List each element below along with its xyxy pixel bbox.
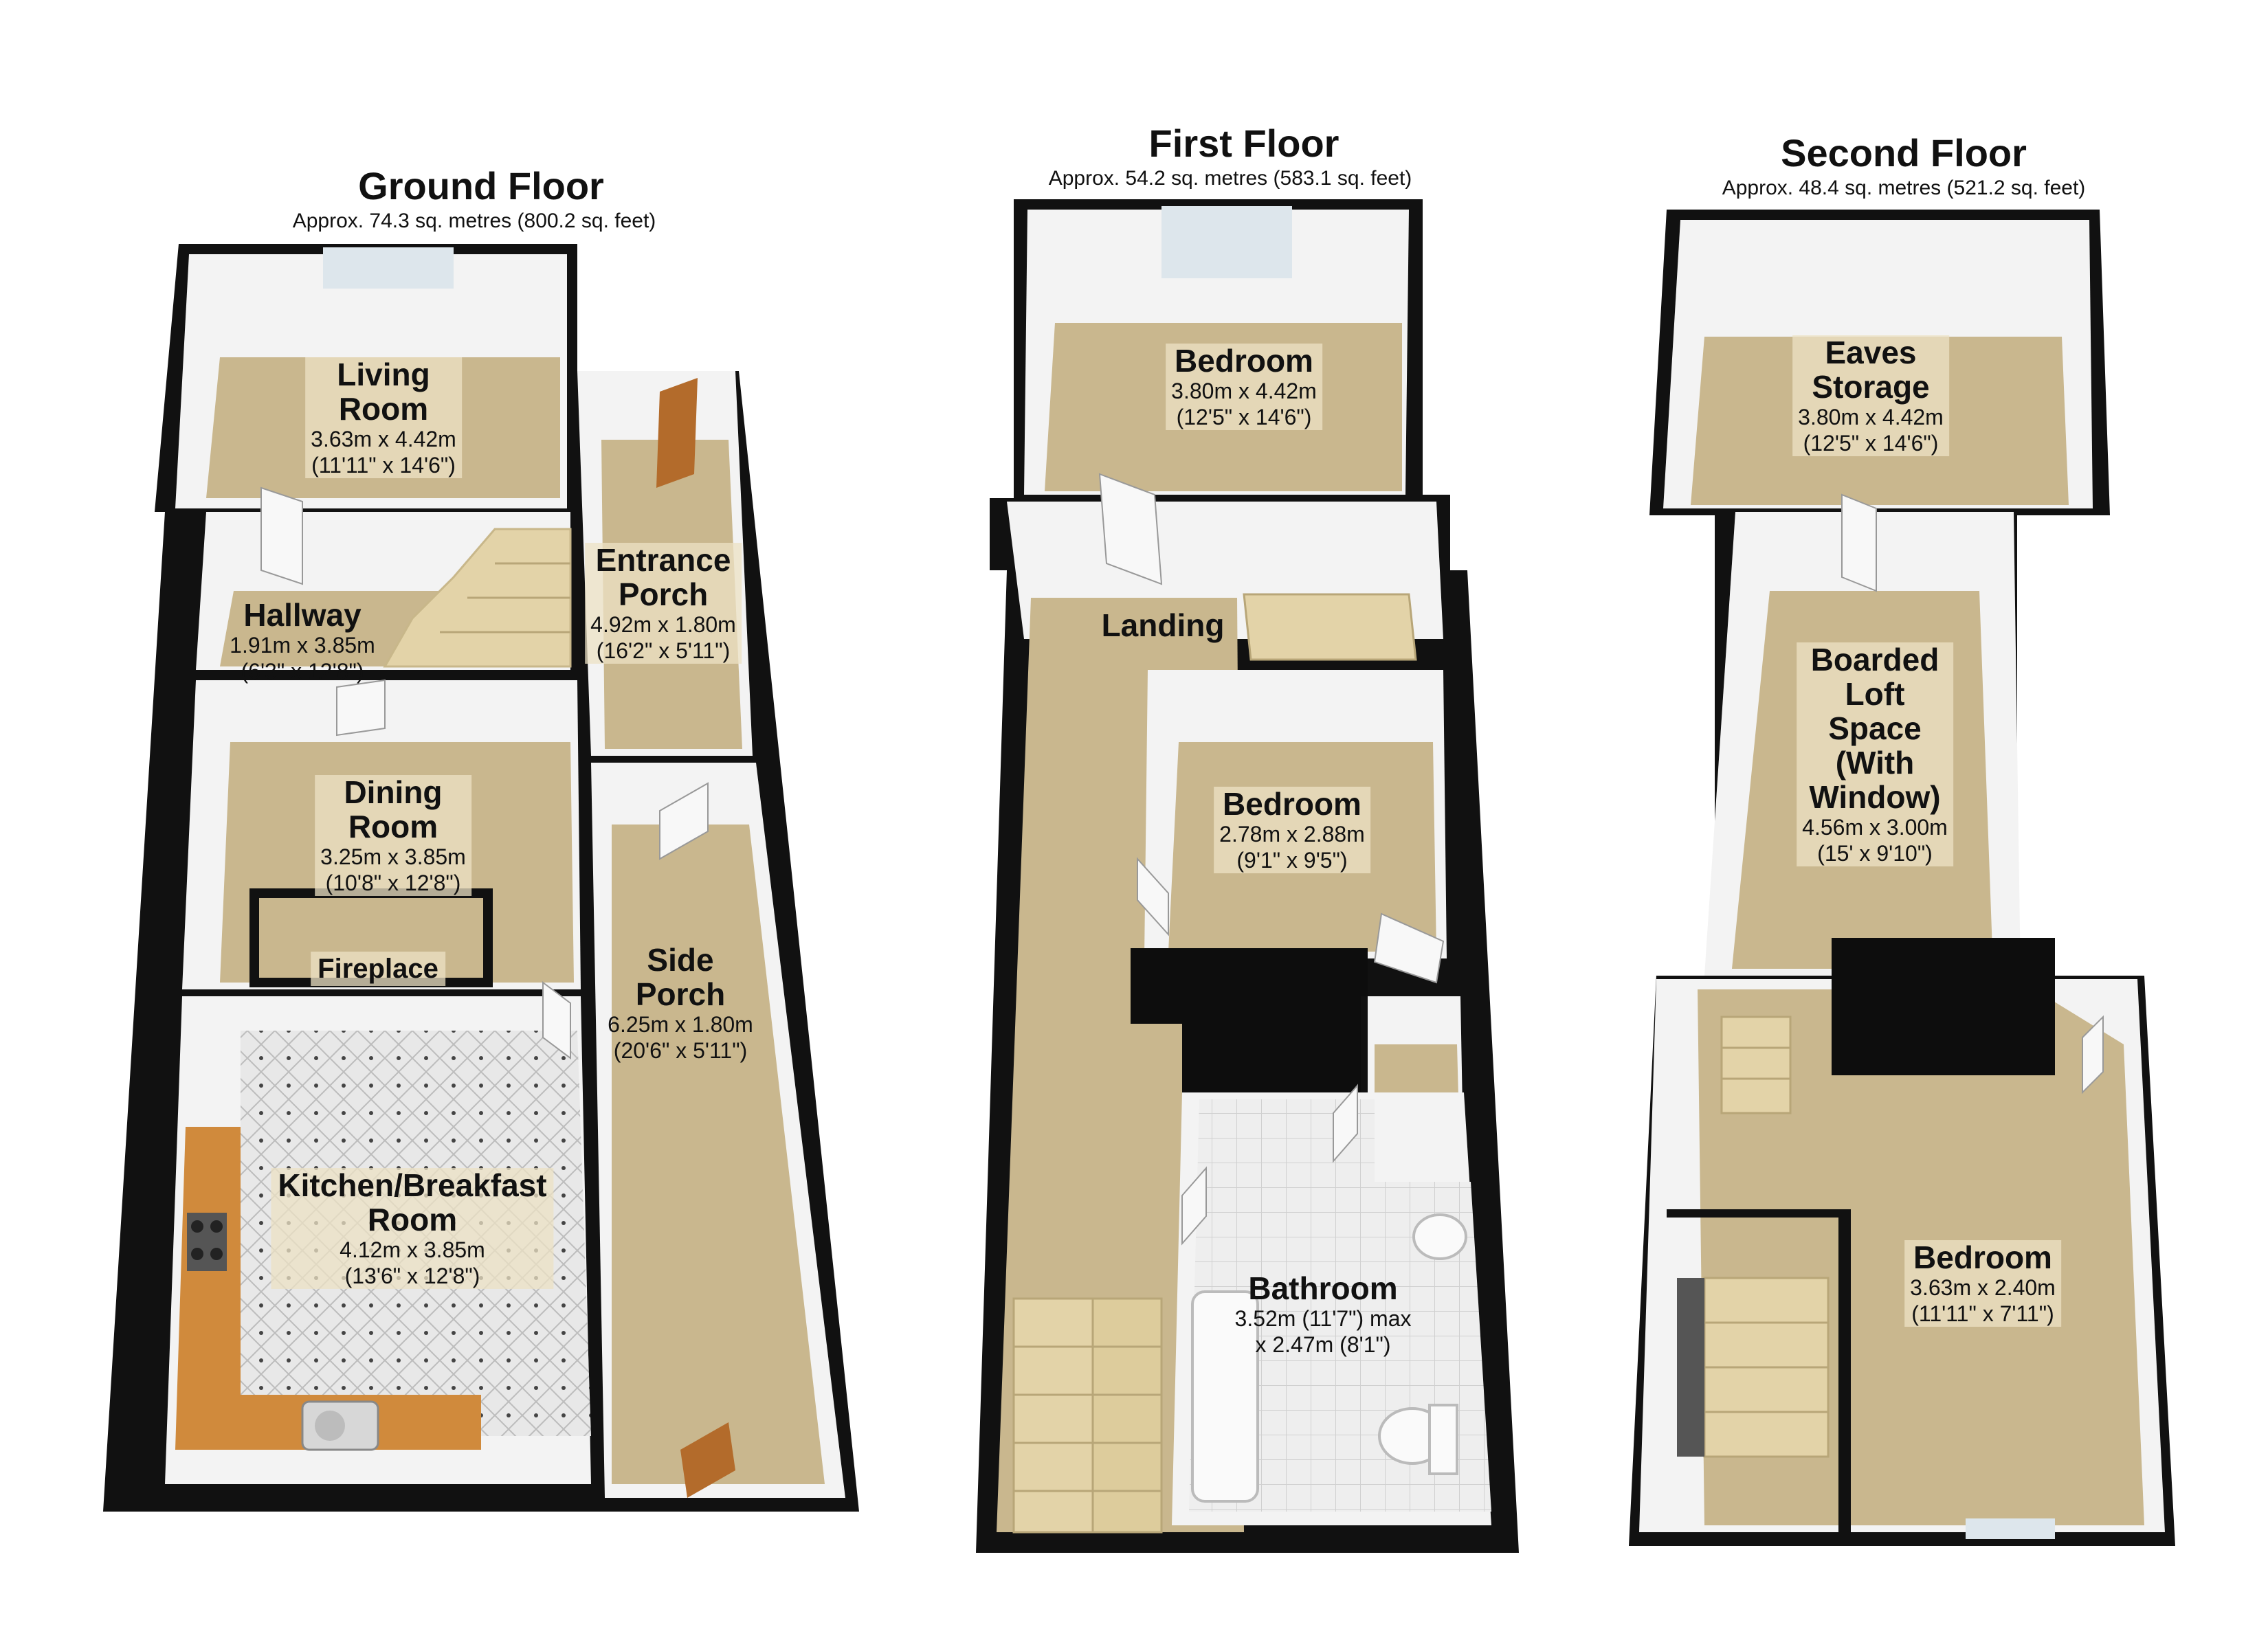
room-name: Eaves [1792,335,1949,370]
room-name: Loft [1797,677,1953,711]
room-dimensions: 4.12m x 3.85m [271,1237,554,1263]
room-name: Kitchen/Breakfast [271,1168,554,1202]
first-void [1131,948,1368,1092]
room-dimensions: (12'5" x 14'6") [1166,404,1322,430]
room-name: Bathroom [1248,1270,1398,1306]
room-dimensions: x 2.47m (8'1") [1255,1332,1391,1357]
room-dimensions: (15' x 9'10") [1797,840,1953,866]
room-dimensions: 3.63m x 4.42m [305,426,462,452]
room-dimensions: (11'11" x 14'6") [305,452,462,478]
room-label-second-bedroom: Bedroom 3.63m x 2.40m (11'11" x 7'11") [1904,1240,2061,1327]
room-label-side-porch: Side Porch 6.25m x 1.80m (20'6" x 5'11") [602,943,759,1064]
room-dimensions: 3.80m x 4.42m [1792,404,1949,430]
room-dimensions: (12'5" x 14'6") [1792,430,1949,456]
first-stairs-bottom [1012,1297,1163,1534]
ground-floor-plan [103,244,859,1512]
room-dimensions: 6.25m x 1.80m [608,1012,753,1037]
room-name: Space [1797,711,1953,745]
room-label-entrance-porch: Entrance Porch 4.92m x 1.80m (16'2" x 5'… [585,543,742,664]
room-name: Bedroom [1904,1240,2061,1275]
ground-floor-area: Approx. 74.3 sq. metres (800.2 sq. feet) [292,210,656,232]
second-stairs [1677,1016,1830,1458]
room-label-hallway: Hallway 1.91m x 3.85m (6'3" x 12'8") [224,598,381,684]
room-name: Window) [1797,780,1953,814]
first-stair-well [1243,593,1417,661]
kitchen-worktop [175,1127,481,1450]
room-name: Landing [1101,607,1225,643]
room-name: Living [305,357,462,392]
room-dimensions: 4.56m x 3.00m [1797,814,1953,840]
room-label-dining-room: Dining Room 3.25m x 3.85m (10'8" x 12'8"… [315,775,471,896]
second-floor-area: Approx. 48.4 sq. metres (521.2 sq. feet) [1722,177,2086,199]
second-floor-title: Second Floor [1781,131,2027,175]
room-name: Room [305,392,462,426]
room-label-eaves-storage: Eaves Storage 3.80m x 4.42m (12'5" x 14'… [1792,335,1949,456]
bath [1191,1290,1259,1503]
room-label-boarded-loft: Boarded Loft Space (With Window) 4.56m x… [1797,642,1953,866]
first-floor-plan [976,199,1519,1553]
room-label-kitchen: Kitchen/Breakfast Room 4.12m x 3.85m (13… [271,1168,554,1289]
room-dimensions: (9'1" x 9'5") [1214,847,1370,873]
room-name: Room [271,1202,554,1237]
room-label-living-room: Living Room 3.63m x 4.42m (11'11" x 14'6… [305,357,462,478]
room-dimensions: 2.78m x 2.88m [1214,821,1370,847]
room-name: (With [1797,745,1953,780]
room-dimensions: 4.92m x 1.80m [585,612,742,638]
room-name: Room [315,809,471,844]
room-dimensions: 1.91m x 3.85m [230,633,375,658]
hob [187,1213,227,1271]
room-name: Bedroom [1214,787,1370,821]
first-floor-area: Approx. 54.2 sq. metres (583.1 sq. feet) [1048,167,1412,190]
room-dimensions: (6'3" x 12'8") [241,659,364,684]
ground-floor-title: Ground Floor [358,164,604,207]
room-dimensions: (11'11" x 7'11") [1904,1301,2061,1327]
room-label-fireplace: Fireplace [311,952,445,986]
room-name: Porch [635,976,726,1012]
side-porch-floor [612,824,825,1484]
room-dimensions: (16'2" x 5'11") [585,638,742,664]
room-label-first-bedroom-1: Bedroom 3.80m x 4.42m (12'5" x 14'6") [1166,344,1322,430]
room-dimensions: 3.80m x 4.42m [1166,378,1322,404]
room-name: Dining [315,775,471,809]
room-label-bathroom: Bathroom 3.52m (11'7") max x 2.47m (8'1"… [1230,1271,1417,1358]
room-dimensions: 3.25m x 3.85m [315,844,471,870]
room-label-first-bedroom-2: Bedroom 2.78m x 2.88m (9'1" x 9'5") [1214,787,1370,873]
first-floor-title: First Floor [1148,122,1339,165]
basin [1412,1213,1467,1260]
room-name: Porch [585,577,742,612]
room-name: Boarded [1797,642,1953,677]
room-name: Hallway [243,597,362,633]
room-dimensions: 3.63m x 2.40m [1904,1275,2061,1301]
room-name: Entrance [585,543,742,577]
room-dimensions: (13'6" x 12'8") [271,1263,554,1289]
room-dimensions: (10'8" x 12'8") [315,870,471,896]
room-label-landing: Landing [1095,608,1232,642]
second-void [1832,938,2055,1075]
room-dimensions: (20'6" x 5'11") [613,1038,748,1063]
room-name: Fireplace [311,952,445,986]
ground-stairs [383,528,572,668]
room-name: Storage [1792,370,1949,404]
room-dimensions: 3.52m (11'7") max [1234,1306,1412,1331]
room-name: Side [647,942,714,978]
room-name: Bedroom [1166,344,1322,378]
